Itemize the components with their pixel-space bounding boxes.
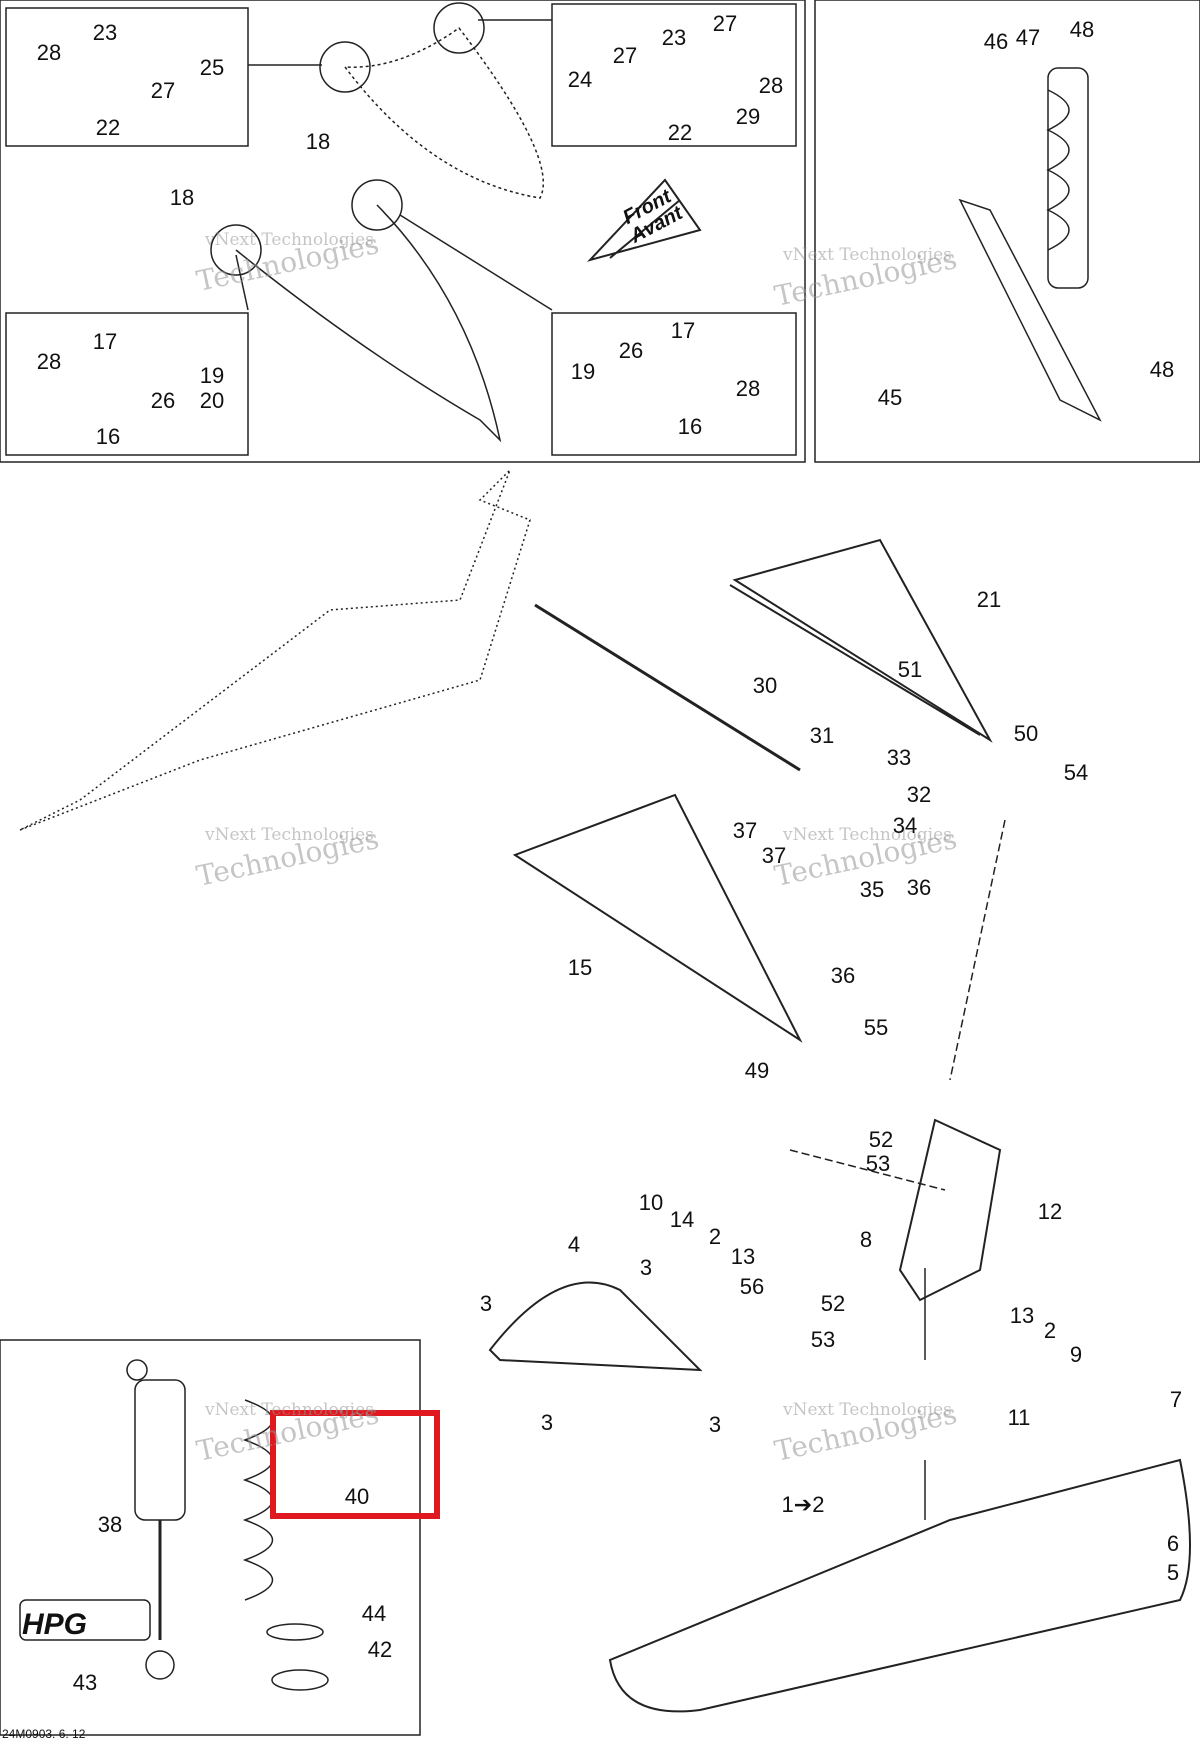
part-label[interactable]: 2 [708, 1224, 722, 1249]
part-label[interactable]: 23 [661, 25, 687, 50]
inset-box-top-left [5, 7, 249, 147]
part-label[interactable]: 15 [567, 955, 593, 980]
part-label[interactable]: 6 [1166, 1531, 1180, 1556]
part-label[interactable]: 25 [199, 55, 225, 80]
part-label[interactable]: 22 [667, 120, 693, 145]
part-label[interactable]: 35 [859, 877, 885, 902]
part-label[interactable]: 3 [479, 1291, 493, 1316]
part-label[interactable]: 13 [730, 1244, 756, 1269]
part-label[interactable]: 13 [1009, 1303, 1035, 1328]
part-label[interactable]: 30 [752, 673, 778, 698]
part-label[interactable]: 27 [150, 78, 176, 103]
part-label[interactable]: 50 [1013, 721, 1039, 746]
part-label[interactable]: 19 [199, 363, 225, 388]
part-label[interactable]: 26 [150, 388, 176, 413]
part-label[interactable]: 28 [735, 376, 761, 401]
front-arrow [586, 178, 702, 262]
part-label[interactable]: 28 [36, 349, 62, 374]
part-label[interactable]: 19 [570, 359, 596, 384]
inset-box-bottom-left [0, 1339, 421, 1736]
part-label[interactable]: 48 [1069, 17, 1095, 42]
part-label[interactable]: 5 [1166, 1560, 1180, 1585]
inset-box-mid-left [5, 312, 249, 456]
part-label[interactable]: 2 [1043, 1318, 1057, 1343]
part-label[interactable]: 27 [612, 43, 638, 68]
part-label[interactable]: 18 [305, 129, 331, 154]
part-label[interactable]: 32 [906, 782, 932, 807]
part-label[interactable]: 8 [859, 1227, 873, 1252]
part-label[interactable]: 49 [744, 1058, 770, 1083]
part-label[interactable]: 11 [1007, 1405, 1031, 1430]
part-label[interactable]: 37 [761, 843, 787, 868]
part-label[interactable]: 53 [810, 1327, 836, 1352]
part-label[interactable]: 29 [735, 104, 761, 129]
part-label[interactable]: 33 [886, 745, 912, 770]
part-label[interactable]: 56 [739, 1274, 765, 1299]
part-label[interactable]: 52 [868, 1127, 894, 1152]
part-label[interactable]: 18 [169, 185, 195, 210]
part-label[interactable]: 28 [36, 40, 62, 65]
part-label[interactable]: 53 [865, 1151, 891, 1176]
top-left-panel [0, 0, 806, 463]
part-label[interactable]: 42 [367, 1637, 393, 1662]
part-label[interactable]: 23 [92, 20, 118, 45]
part-label[interactable]: 12 [1037, 1199, 1063, 1224]
part-label[interactable]: 55 [863, 1015, 889, 1040]
inset-box-mid-mid [551, 312, 797, 456]
part-label[interactable]: 40 [344, 1484, 370, 1509]
part-label[interactable]: 46 [983, 29, 1009, 54]
part-label[interactable]: 17 [670, 318, 696, 343]
part-label[interactable]: 21 [976, 587, 1002, 612]
part-label[interactable]: 34 [892, 813, 918, 838]
part-label[interactable]: 38 [97, 1512, 123, 1537]
part-label[interactable]: 37 [732, 818, 758, 843]
part-label[interactable]: 9 [1069, 1342, 1083, 1367]
part-label[interactable]: 1➔2 [781, 1492, 825, 1517]
part-label[interactable]: 4 [567, 1232, 581, 1257]
part-label[interactable]: 48 [1149, 357, 1175, 382]
part-label[interactable]: 16 [677, 414, 703, 439]
hpg-logo-text: HPG [22, 1608, 88, 1641]
part-label[interactable]: 44 [361, 1601, 387, 1626]
part-label[interactable]: 17 [92, 329, 118, 354]
highlight-box [270, 1410, 440, 1519]
hpg-logo [19, 1599, 151, 1641]
part-label[interactable]: 3 [708, 1412, 722, 1437]
part-label[interactable]: 14 [669, 1207, 695, 1232]
part-label[interactable]: 20 [199, 388, 225, 413]
part-label[interactable]: 16 [95, 424, 121, 449]
part-label[interactable]: 36 [906, 875, 932, 900]
part-label[interactable]: 43 [72, 1670, 98, 1695]
part-label[interactable]: 28 [758, 73, 784, 98]
part-label[interactable]: 3 [639, 1255, 653, 1280]
part-label[interactable]: 36 [830, 963, 856, 988]
part-label[interactable]: 22 [95, 115, 121, 140]
part-label[interactable]: 52 [820, 1291, 846, 1316]
part-label[interactable]: 51 [897, 657, 923, 682]
part-label[interactable]: 27 [712, 11, 738, 36]
part-label[interactable]: 7 [1169, 1387, 1183, 1412]
part-label[interactable]: 26 [618, 338, 644, 363]
top-right-panel [814, 0, 1200, 463]
diagram-code: 24M0903. 6. 12 [2, 1727, 86, 1741]
part-label[interactable]: 47 [1015, 25, 1041, 50]
part-label[interactable]: 31 [809, 723, 835, 748]
part-label[interactable]: 24 [567, 67, 593, 92]
part-label[interactable]: 3 [540, 1410, 554, 1435]
part-label[interactable]: 45 [877, 385, 903, 410]
part-label[interactable]: 54 [1063, 760, 1089, 785]
part-label[interactable]: 10 [638, 1190, 664, 1215]
inset-box-top-mid [551, 3, 797, 147]
